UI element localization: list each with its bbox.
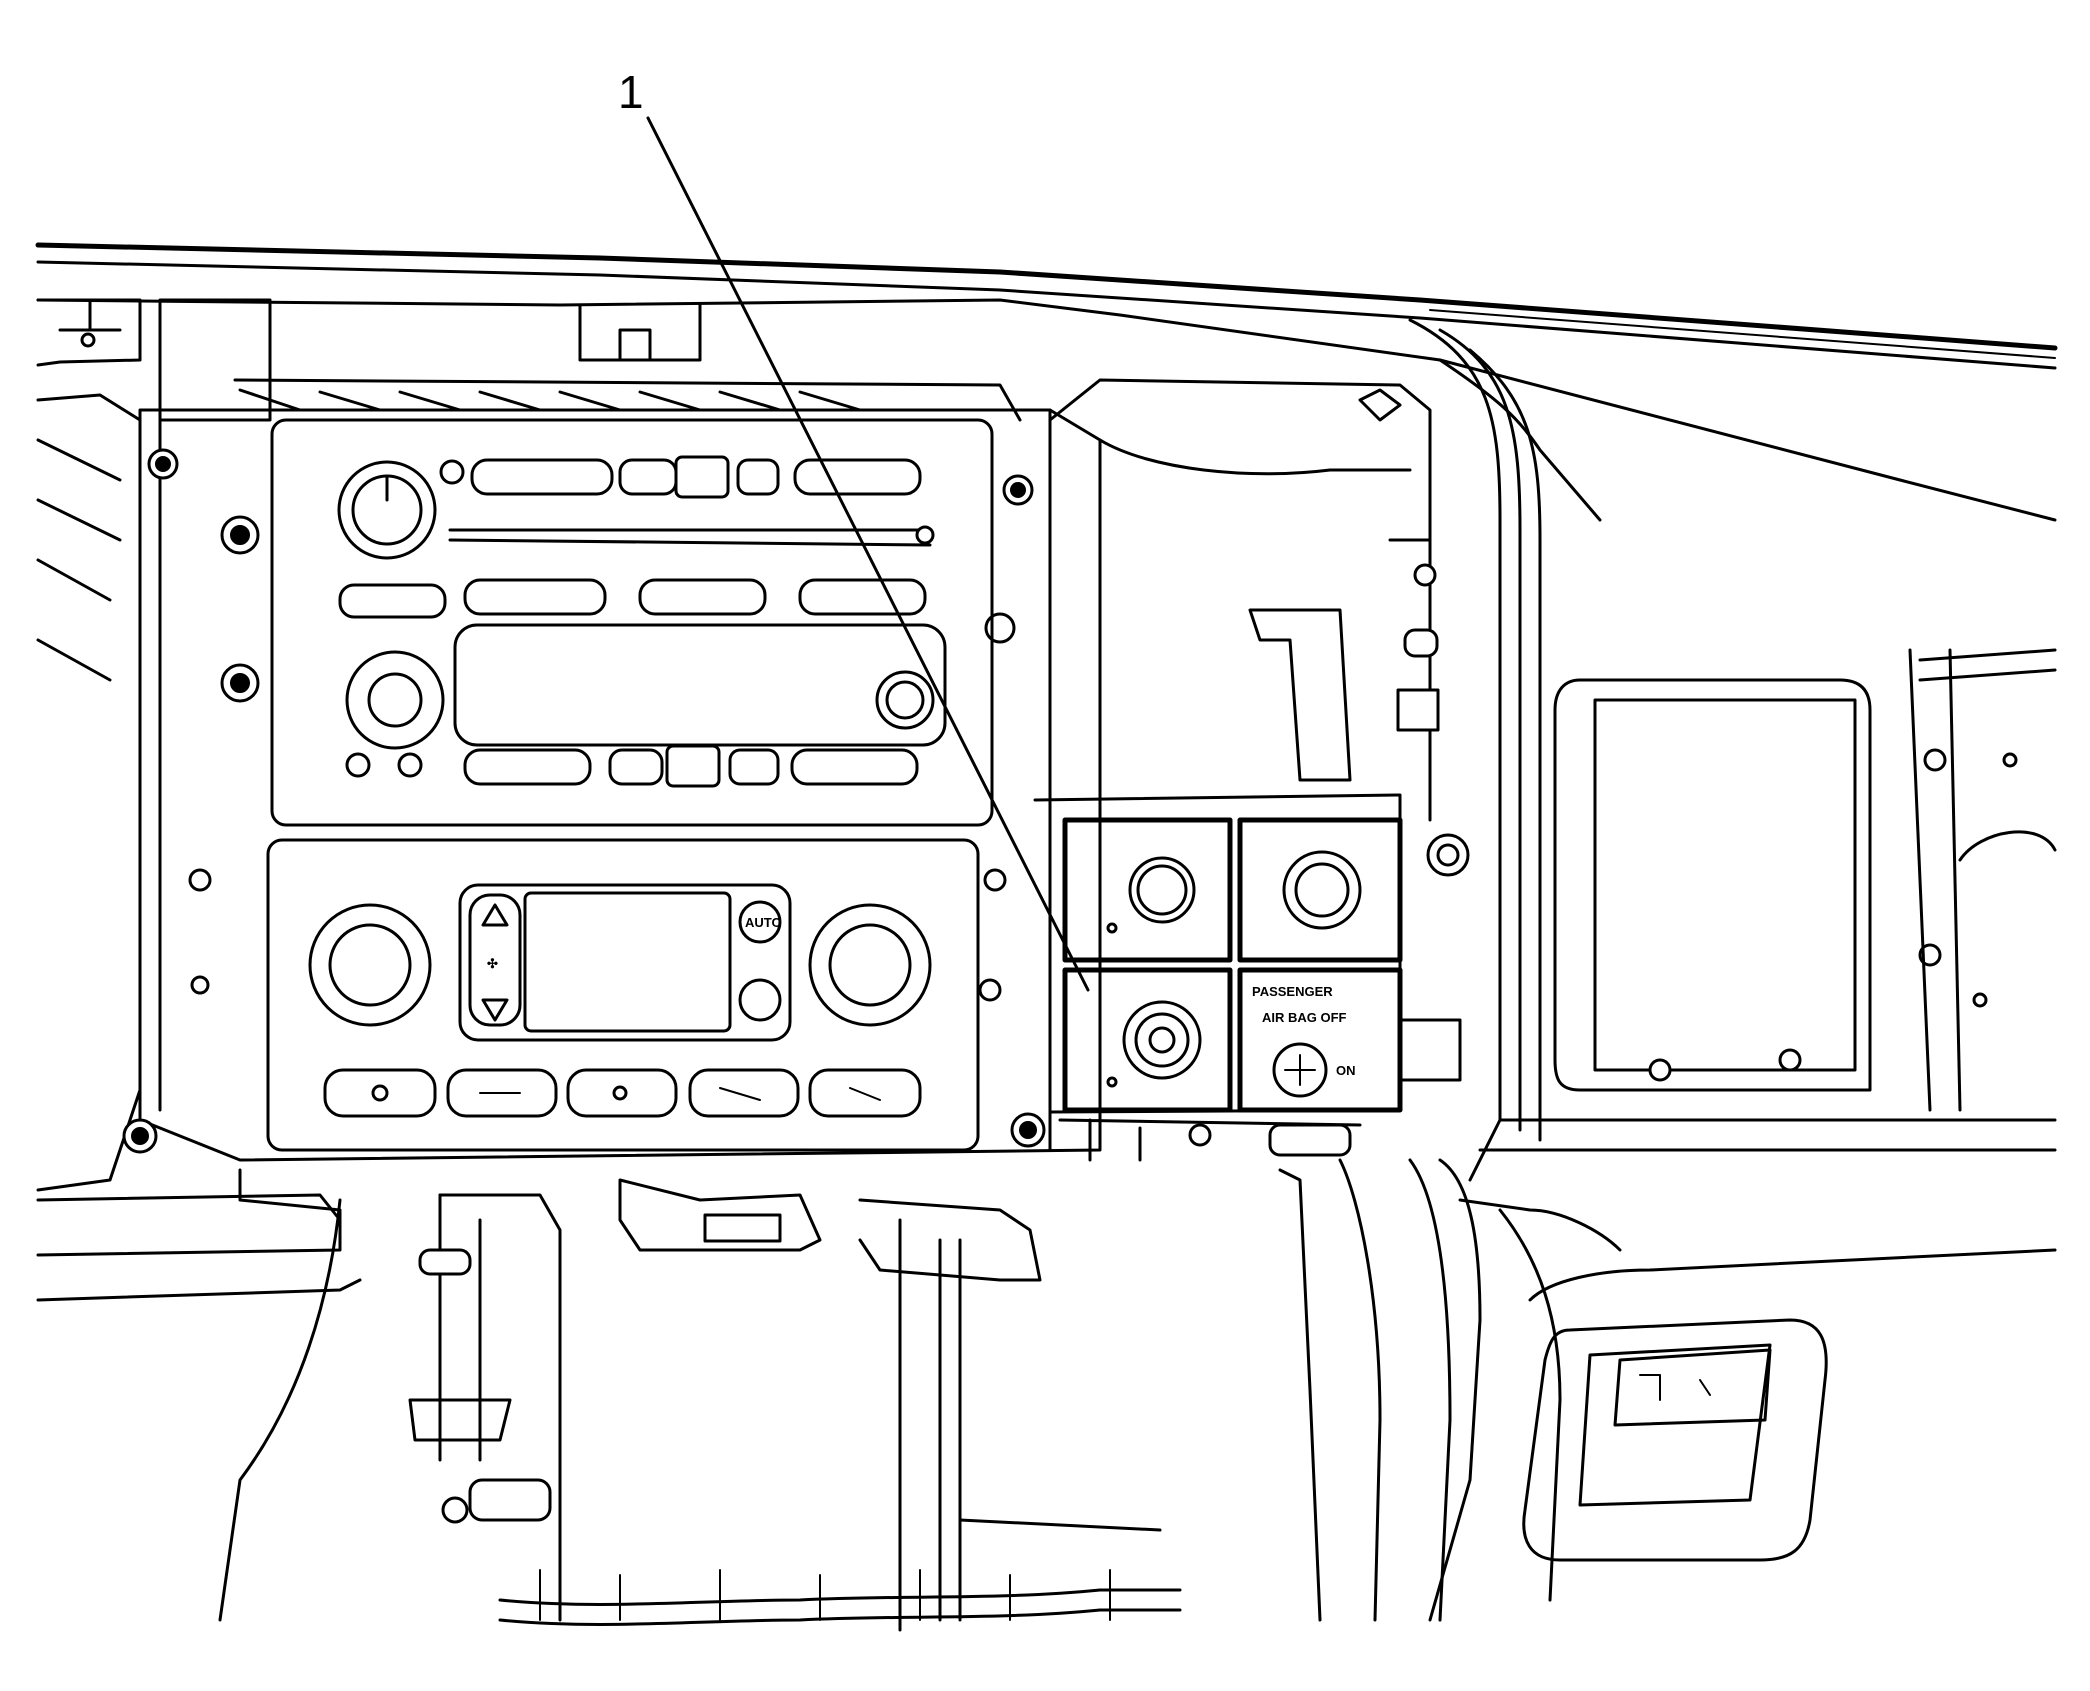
callout-1: 1 bbox=[618, 66, 1090, 992]
wiring-harness bbox=[498, 1518, 1182, 1626]
switch-knob-icon bbox=[1282, 850, 1362, 930]
instrument-panel-switch-assembly: PASSENGER AIR BAG OFF ON bbox=[1033, 793, 1470, 1162]
lower-dash bbox=[218, 1158, 2057, 1632]
down-arrow-icon bbox=[481, 998, 509, 1022]
up-arrow-icon bbox=[481, 903, 509, 927]
right-side-trim bbox=[1408, 318, 2057, 1182]
fog-lamp-switch-icon bbox=[1128, 856, 1196, 924]
recirculation-icon bbox=[738, 978, 782, 1022]
radio-head-unit bbox=[270, 418, 994, 827]
volume-knob-icon bbox=[337, 460, 437, 560]
hvac-control-unit: ✣ AUTO bbox=[266, 838, 980, 1152]
tune-knob-icon bbox=[345, 650, 445, 750]
temperature-knob-icon bbox=[808, 903, 932, 1027]
passenger-label: PASSENGER bbox=[1252, 984, 1333, 999]
hvac-display bbox=[523, 891, 732, 1033]
connector-icon bbox=[408, 1398, 512, 1442]
callout-label: 1 bbox=[618, 66, 644, 118]
center-bezel-frame bbox=[138, 303, 1102, 1162]
power-outlet-icon bbox=[1122, 1000, 1202, 1080]
on-label: ON bbox=[1336, 1063, 1356, 1078]
right-dash-cavity bbox=[1048, 378, 1440, 822]
fan-icon: ✣ bbox=[487, 956, 498, 971]
bezel-fasteners bbox=[122, 448, 1046, 1154]
temperature-knob-icon bbox=[308, 903, 432, 1027]
airbag-indicator-icon bbox=[1272, 1042, 1328, 1098]
air-bag-off-label: AIR BAG OFF bbox=[1262, 1010, 1347, 1025]
screw-icon bbox=[984, 612, 1016, 644]
dash-top-edge bbox=[35, 242, 2058, 522]
hood-release-handle bbox=[1522, 1318, 1828, 1562]
sun-icon bbox=[612, 1085, 628, 1101]
auto-label: AUTO bbox=[745, 915, 782, 930]
callout-leader-line bbox=[646, 116, 1090, 992]
